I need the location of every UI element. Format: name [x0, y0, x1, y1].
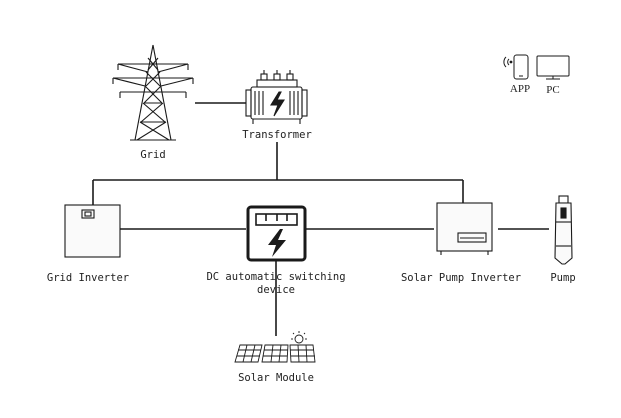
app-label: APP: [509, 83, 531, 95]
pump-inverter-icon: [436, 202, 493, 255]
connection-lines: [92, 102, 549, 336]
grid-label: Grid: [140, 149, 166, 161]
power-tower-icon: [112, 44, 194, 141]
submersible-pump-icon: [554, 195, 573, 265]
dc-switch-label-line2: device: [257, 284, 295, 296]
inverter-icon: [64, 204, 121, 258]
smartphone-icon: [503, 54, 529, 80]
grid-inverter-label: Grid Inverter: [46, 272, 130, 284]
solar-panel-icon: [234, 331, 316, 363]
transformer-icon: [245, 70, 308, 124]
solar-module-label: Solar Module: [238, 372, 314, 384]
solar-pump-inverter-label: Solar Pump Inverter: [400, 272, 522, 284]
pc-label: PC: [546, 84, 560, 96]
transformer-label: Transformer: [242, 129, 312, 141]
monitor-icon: [536, 55, 570, 80]
pump-label: Pump: [550, 272, 576, 284]
dc-switch-label-line1: DC automatic switching: [206, 271, 346, 283]
switching-device-icon: [246, 205, 307, 262]
